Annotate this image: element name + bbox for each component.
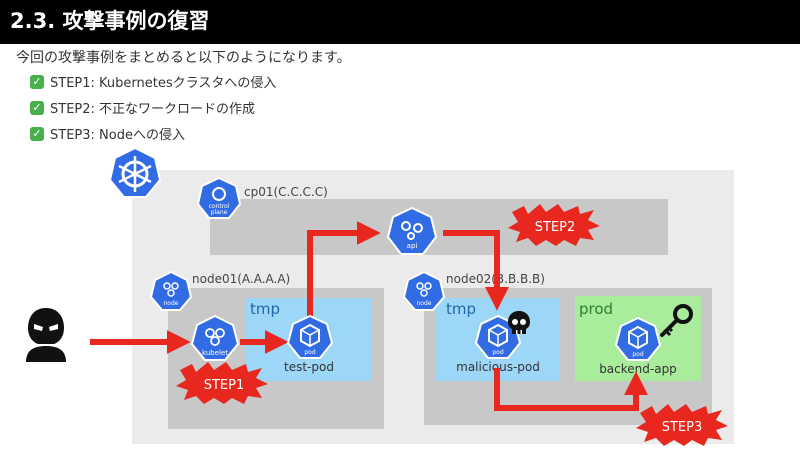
svg-text:node: node <box>417 300 432 307</box>
title-bar: 2.3. 攻撃事例の復習 <box>0 0 800 44</box>
namespace-tmp-label: tmp <box>446 300 477 318</box>
svg-text:pod: pod <box>492 349 503 356</box>
node02-icon: node <box>402 270 446 311</box>
svg-text:pod: pod <box>632 351 643 358</box>
cp01-label: cp01(C.C.C.C) <box>244 185 328 199</box>
svg-text:kubelet: kubelet <box>202 349 228 357</box>
node01-label: node01(A.A.A.A) <box>192 272 291 286</box>
slide-title: 2.3. 攻撃事例の復習 <box>10 9 210 33</box>
svg-text:api: api <box>407 242 418 250</box>
kubernetes-helm-icon <box>108 146 162 198</box>
step-item-2: ✓ STEP2: 不正なワークロードの作成 <box>30 98 255 117</box>
namespace-prod-label: prod <box>579 300 614 318</box>
step3-burst: STEP3 <box>636 404 728 446</box>
step-item-text: STEP1: Kubernetesクラスタへの侵入 <box>50 76 277 91</box>
check-icon: ✓ <box>30 100 44 115</box>
step1-label: STEP1 <box>204 378 245 393</box>
backend-app-label: backend-app <box>599 362 677 376</box>
pod-icon: pod <box>474 314 522 359</box>
svg-text:node: node <box>164 300 179 307</box>
kubelet-icon: kubelet <box>190 314 240 361</box>
arrow-test-pod-to-api <box>307 221 381 316</box>
svg-text:control: control <box>209 203 230 210</box>
pod-icon: pod <box>614 316 662 361</box>
test-pod-label: test-pod <box>284 360 334 374</box>
attacker-icon <box>26 308 66 362</box>
step1-burst: STEP1 <box>176 362 268 404</box>
step2-label: STEP2 <box>535 220 576 235</box>
control-plane-icon: control plane <box>196 176 242 219</box>
step-item-3: ✓ STEP3: Nodeへの侵入 <box>30 124 185 143</box>
key-icon <box>660 304 693 337</box>
arrow-api-to-malicious-pod <box>443 230 509 311</box>
namespace-tmp-label: tmp <box>250 300 281 318</box>
api-server-icon: api <box>386 206 438 255</box>
step-item-text: STEP2: 不正なワークロードの作成 <box>50 102 256 117</box>
skull-icon <box>508 311 530 334</box>
step2-burst: STEP2 <box>508 204 600 246</box>
arrow-malicious-pod-to-backend-app <box>494 368 648 411</box>
node01-icon: node <box>149 270 193 311</box>
svg-text:plane: plane <box>211 209 228 216</box>
step3-label: STEP3 <box>662 420 703 435</box>
intro-text: 今回の攻撃事例をまとめると以下のようになります。 <box>16 50 351 66</box>
step-item-1: ✓ STEP1: Kubernetesクラスタへの侵入 <box>30 72 276 91</box>
pod-icon: pod <box>286 314 334 359</box>
svg-text:pod: pod <box>304 349 315 356</box>
malicious-pod-label: malicious-pod <box>456 360 540 374</box>
step-item-text: STEP3: Nodeへの侵入 <box>50 128 185 143</box>
check-icon: ✓ <box>30 74 44 89</box>
check-icon: ✓ <box>30 126 44 141</box>
